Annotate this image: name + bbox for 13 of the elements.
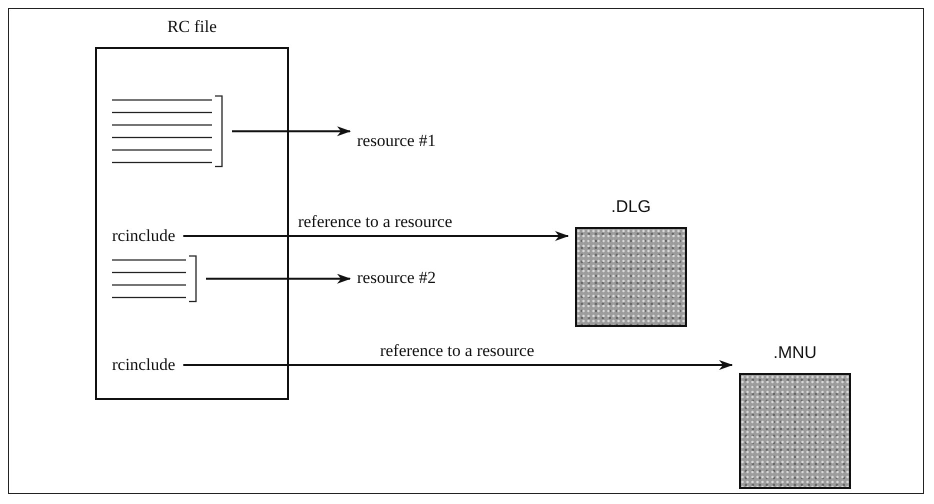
file-type-title: .MNU (772, 343, 818, 363)
node-text: resource #1 (357, 131, 436, 151)
arrow (183, 231, 569, 241)
node-text: rcinclude (112, 355, 176, 375)
text-lines-drawing (112, 255, 198, 302)
arrow (183, 360, 733, 370)
node-text: rcinclude (112, 226, 176, 246)
file-type-title: .DLG (610, 197, 652, 217)
text-lines-drawing (112, 95, 224, 168)
node-text: resource #2 (357, 268, 436, 288)
arrow (232, 126, 351, 136)
file-title: RC file (166, 17, 218, 37)
arrow (206, 274, 351, 284)
